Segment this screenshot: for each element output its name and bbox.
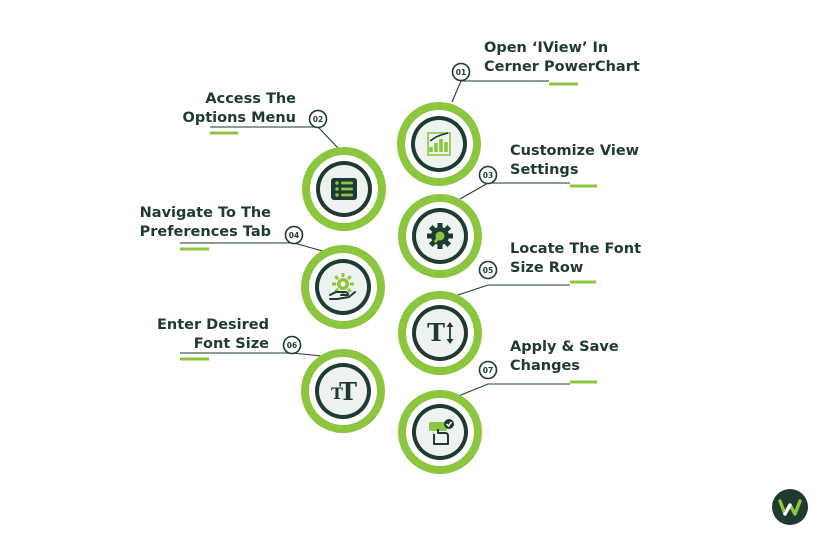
- chart-icon: [427, 132, 451, 156]
- brand-logo-icon: [772, 489, 808, 525]
- step-7-badge: [478, 360, 498, 380]
- step-6-number: 06: [287, 341, 297, 350]
- step-1-label: Open ‘IView’ In Cerner PowerChart: [484, 40, 640, 75]
- step-5-number: 05: [483, 266, 493, 275]
- step-1-badge: [451, 62, 471, 82]
- step-5-badge: [478, 260, 498, 280]
- svg-text:T: T: [427, 318, 445, 347]
- step-5-connector: [454, 284, 570, 297]
- step-4-badge: [284, 225, 304, 245]
- step-4: 04: [180, 225, 385, 329]
- step-7-connector: [455, 383, 570, 398]
- step-3-number: 03: [483, 171, 493, 180]
- step-1: 01: [397, 62, 578, 186]
- step-3: 03: [398, 165, 597, 278]
- step-6-badge: [282, 335, 302, 355]
- hand-check-icon: [429, 419, 454, 445]
- step-5: T 05: [398, 260, 596, 375]
- step-1-number: 01: [456, 68, 466, 77]
- step-7-label: Apply & Save Changes: [510, 339, 619, 374]
- step-2-badge: [308, 109, 328, 129]
- step-2-connector: [210, 126, 339, 149]
- step-2-label: Access The Options Menu: [182, 91, 296, 126]
- step-3-badge: [478, 165, 498, 185]
- step-3-label: Customize View Settings: [510, 143, 640, 178]
- list-icon: [331, 178, 357, 200]
- step-7: 07: [398, 360, 597, 474]
- step-4-number: 04: [289, 231, 299, 240]
- step-4-label: Navigate To The Preferences Tab: [139, 205, 271, 240]
- step-6-label: Enter Desired Font Size: [156, 317, 269, 352]
- text-height-icon: T: [427, 318, 454, 347]
- gear-wrench-icon: [427, 223, 453, 249]
- svg-text:T: T: [339, 377, 357, 406]
- svg-text:T: T: [331, 384, 343, 403]
- step-3-connector: [459, 182, 570, 200]
- step-7-number: 07: [483, 366, 493, 375]
- font-size-icon: TT: [331, 377, 357, 406]
- step-2-number: 02: [313, 115, 323, 124]
- step-5-label: Locate The Font Size Row: [510, 241, 642, 276]
- step-1-connector: [451, 80, 549, 103]
- hand-gear-icon: [329, 273, 356, 300]
- step-2: 02: [210, 109, 386, 231]
- step-6: TT 06: [180, 335, 385, 433]
